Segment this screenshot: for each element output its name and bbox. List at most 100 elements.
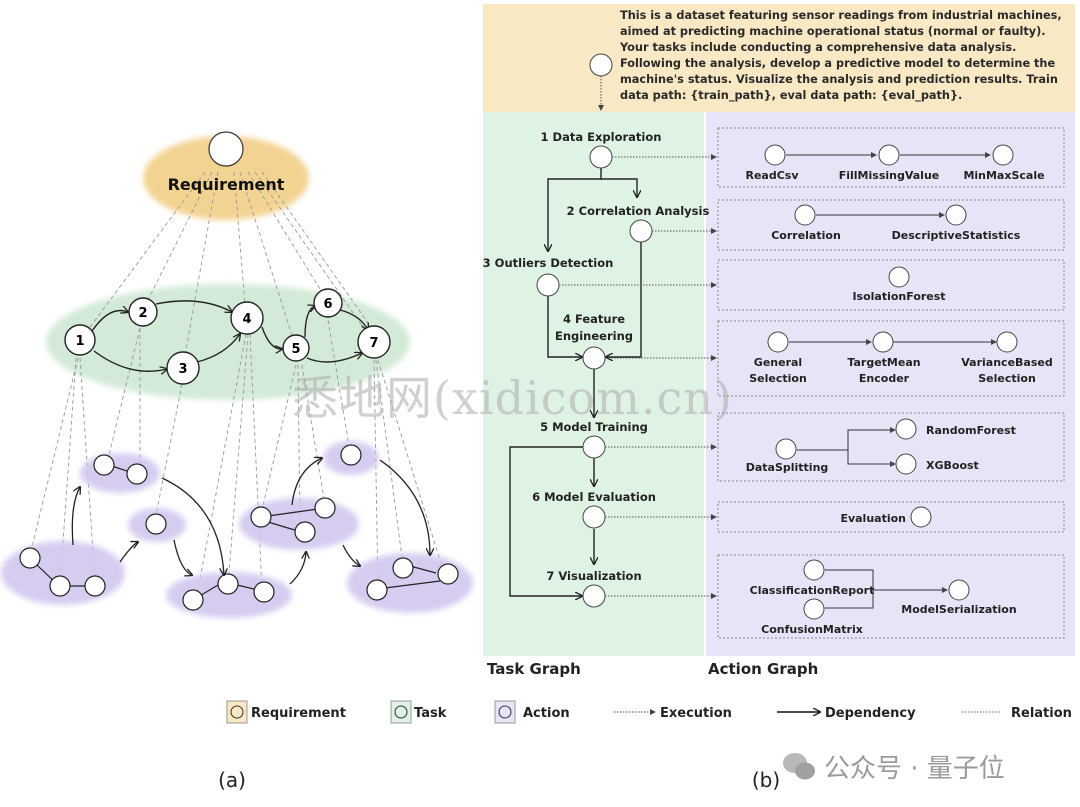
requirement-text: This is a dataset featuring sensor readi…	[620, 9, 1062, 102]
action-targetmeanencoder-1: TargetMean	[847, 356, 920, 369]
action-descriptivestatistics: DescriptiveStatistics	[892, 229, 1021, 242]
legend-requirement: Requirement	[226, 700, 346, 724]
action-graph-a	[19, 444, 459, 611]
action-generalselection-1: General	[754, 356, 802, 369]
action-node	[84, 575, 106, 597]
action-node	[253, 581, 275, 603]
action-dependency-edges-a	[71, 458, 430, 585]
task-label-2: 2 Correlation Analysis	[567, 204, 710, 218]
action-node	[294, 521, 316, 543]
requirement-node-b	[589, 53, 613, 77]
wechat-badge: 公众号 · 量子位	[780, 748, 1005, 785]
action-node	[217, 573, 239, 595]
legend: Requirement Task Action Execution Depend…	[226, 700, 1072, 724]
svg-text:Task: Task	[414, 706, 447, 721]
action-graph-title: Action Graph	[708, 660, 818, 678]
action-xgboost: XGBoost	[926, 459, 979, 472]
action-fillmissingvalue: FillMissingValue	[839, 169, 940, 182]
task-dependencies-b	[509, 168, 642, 596]
action-minmaxscale: MinMaxScale	[963, 169, 1044, 182]
wechat-icon	[783, 752, 815, 779]
task-label-7: 7 Visualization	[546, 569, 641, 583]
task-node-3: 3	[166, 351, 200, 385]
legend-task: Task	[390, 700, 447, 724]
task-node-5: 5	[282, 334, 310, 362]
svg-text:Dependency: Dependency	[825, 706, 916, 721]
action-randomforest: RandomForest	[926, 424, 1016, 437]
action-labels-b: ReadCsv FillMissingValue MinMaxScale Cor…	[745, 169, 1052, 636]
task-ellipse	[46, 284, 410, 400]
action-group-boxes	[717, 127, 1065, 639]
task-label-3: 3 Outliers Detection	[483, 256, 614, 270]
svg-text:Relation: Relation	[1011, 706, 1072, 721]
action-readcsv: ReadCsv	[745, 169, 799, 182]
task-graph-title: Task Graph	[487, 660, 581, 678]
svg-text:Requirement: Requirement	[251, 706, 346, 721]
action-isolationforest: IsolationForest	[852, 290, 945, 303]
execution-lines	[559, 154, 717, 599]
task-dependency-edges	[91, 300, 368, 371]
wechat-label: 公众号 · 量子位	[824, 754, 1005, 784]
svg-text:3: 3	[178, 362, 187, 377]
action-node	[182, 589, 204, 611]
action-confusionmatrix: ConfusionMatrix	[761, 623, 863, 636]
svg-text:2: 2	[138, 306, 147, 321]
action-node	[314, 497, 336, 519]
task-node-6: 6	[313, 288, 343, 318]
legend-relation: Relation	[962, 706, 1072, 721]
action-variancebasedselection-2: Selection	[978, 372, 1036, 385]
task-label-4a: 4 Feature	[563, 312, 625, 326]
action-node	[392, 557, 414, 579]
panel-b-label: (b)	[752, 768, 780, 792]
task-node-7: 7	[357, 325, 391, 359]
action-node	[250, 506, 272, 528]
action-datasplitting: DataSplitting	[746, 461, 829, 474]
task-label-1: 1 Data Exploration	[541, 130, 662, 144]
action-evaluation: Evaluation	[840, 512, 906, 525]
requirement-box	[483, 4, 1075, 112]
svg-text:Action: Action	[523, 706, 570, 721]
requirement-ellipse	[143, 136, 309, 220]
action-modelserialization: ModelSerialization	[901, 603, 1016, 616]
task-label-5: 5 Model Training	[540, 420, 648, 434]
action-node	[19, 547, 41, 569]
action-graph-panel	[706, 112, 1075, 656]
action-node	[145, 513, 167, 535]
task-nodes: 1 2 3 4 5 6 7	[64, 288, 391, 385]
svg-text:Execution: Execution	[660, 706, 732, 721]
legend-dependency: Dependency	[777, 706, 916, 721]
action-node	[126, 463, 148, 485]
requirement-node	[208, 131, 244, 167]
action-classificationreport: ClassificationReport	[750, 584, 875, 597]
relation-lines	[29, 171, 444, 596]
svg-text:5: 5	[291, 342, 300, 357]
svg-text:7: 7	[369, 336, 378, 351]
panel-a: Requirement 1 2 3 4 5 6 7	[1, 131, 473, 792]
task-node-2: 2	[128, 297, 158, 327]
action-generalselection-2: Selection	[749, 372, 807, 385]
task-node-4: 4	[230, 301, 264, 335]
svg-text:4: 4	[242, 312, 251, 327]
action-node	[340, 444, 362, 466]
legend-execution: Execution	[614, 706, 732, 721]
legend-action: Action	[494, 700, 570, 724]
task-node-1: 1	[64, 324, 96, 356]
task-label-6: 6 Model Evaluation	[532, 490, 656, 504]
action-correlation: Correlation	[771, 229, 841, 242]
action-node	[49, 575, 71, 597]
task-graph: 1 Data Exploration 2 Correlation Analysi…	[483, 130, 710, 583]
panel-a-label: (a)	[218, 768, 246, 792]
task-nodes-b	[536, 145, 653, 608]
requirement-ellipse-label: Requirement	[168, 175, 285, 194]
task-label-4b: Engineering	[555, 329, 633, 343]
action-nodes-b	[764, 144, 1018, 620]
action-node	[437, 563, 459, 585]
action-variancebasedselection-1: VarianceBased	[961, 356, 1052, 369]
action-edges-b	[786, 152, 997, 609]
panel-b: 1 Data Exploration 2 Correlation Analysi…	[483, 4, 1075, 792]
svg-text:6: 6	[323, 297, 332, 312]
svg-text:1: 1	[75, 334, 84, 349]
action-node	[93, 454, 115, 476]
action-targetmeanencoder-2: Encoder	[859, 372, 910, 385]
